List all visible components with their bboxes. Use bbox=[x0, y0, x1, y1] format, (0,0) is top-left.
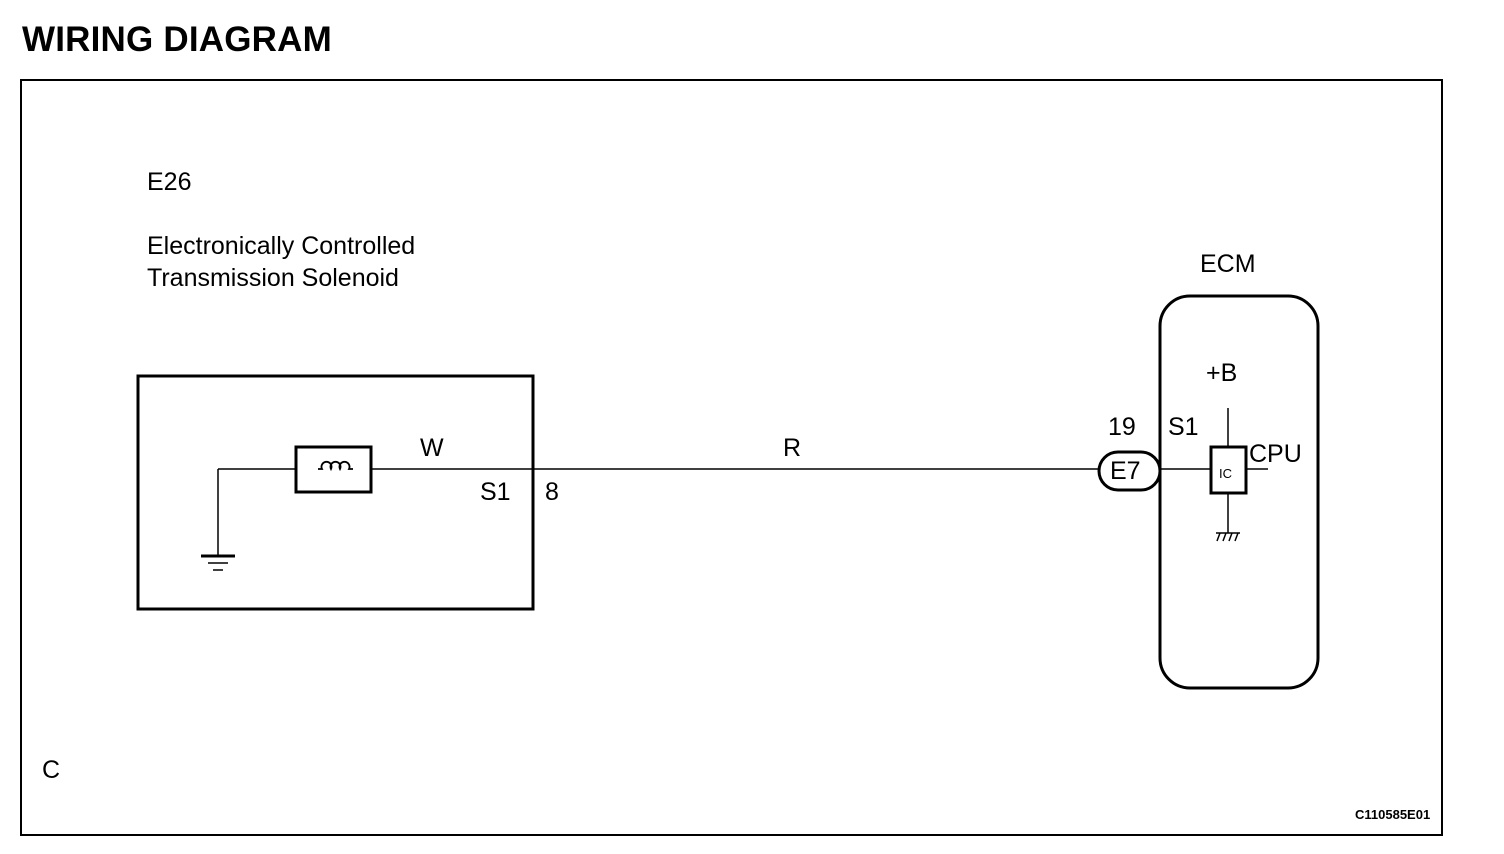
ic-label: IC bbox=[1219, 466, 1232, 481]
page-title: WIRING DIAGRAM bbox=[22, 20, 332, 59]
solenoid-coil-box bbox=[294, 445, 373, 494]
corner-letter: C bbox=[42, 756, 60, 784]
terminal-name: S1 bbox=[480, 478, 511, 506]
diagram-frame bbox=[20, 79, 1443, 836]
ecm-box bbox=[1158, 294, 1320, 690]
cpu-label: CPU bbox=[1249, 440, 1302, 468]
chassis-ground-icon bbox=[1216, 532, 1240, 542]
component-name-line1: Electronically Controlled bbox=[147, 232, 415, 260]
figure-code: C110585E01 bbox=[1355, 807, 1430, 822]
harness-wire-color: R bbox=[783, 434, 801, 462]
pin-name: S1 bbox=[1168, 413, 1199, 441]
supply-label: +B bbox=[1206, 359, 1237, 387]
ground-symbol-icon bbox=[201, 554, 235, 571]
connector-e7 bbox=[1097, 450, 1162, 492]
solenoid-component-box bbox=[136, 374, 535, 611]
ecm-label: ECM bbox=[1200, 250, 1256, 278]
coil-icon bbox=[318, 461, 353, 472]
connector-label: E7 bbox=[1110, 457, 1141, 485]
pin-number: 19 bbox=[1108, 413, 1136, 441]
component-code: E26 bbox=[147, 168, 191, 196]
wire-color-inside: W bbox=[420, 434, 444, 462]
terminal-number: 8 bbox=[545, 478, 559, 506]
component-name-line2: Transmission Solenoid bbox=[147, 264, 399, 292]
